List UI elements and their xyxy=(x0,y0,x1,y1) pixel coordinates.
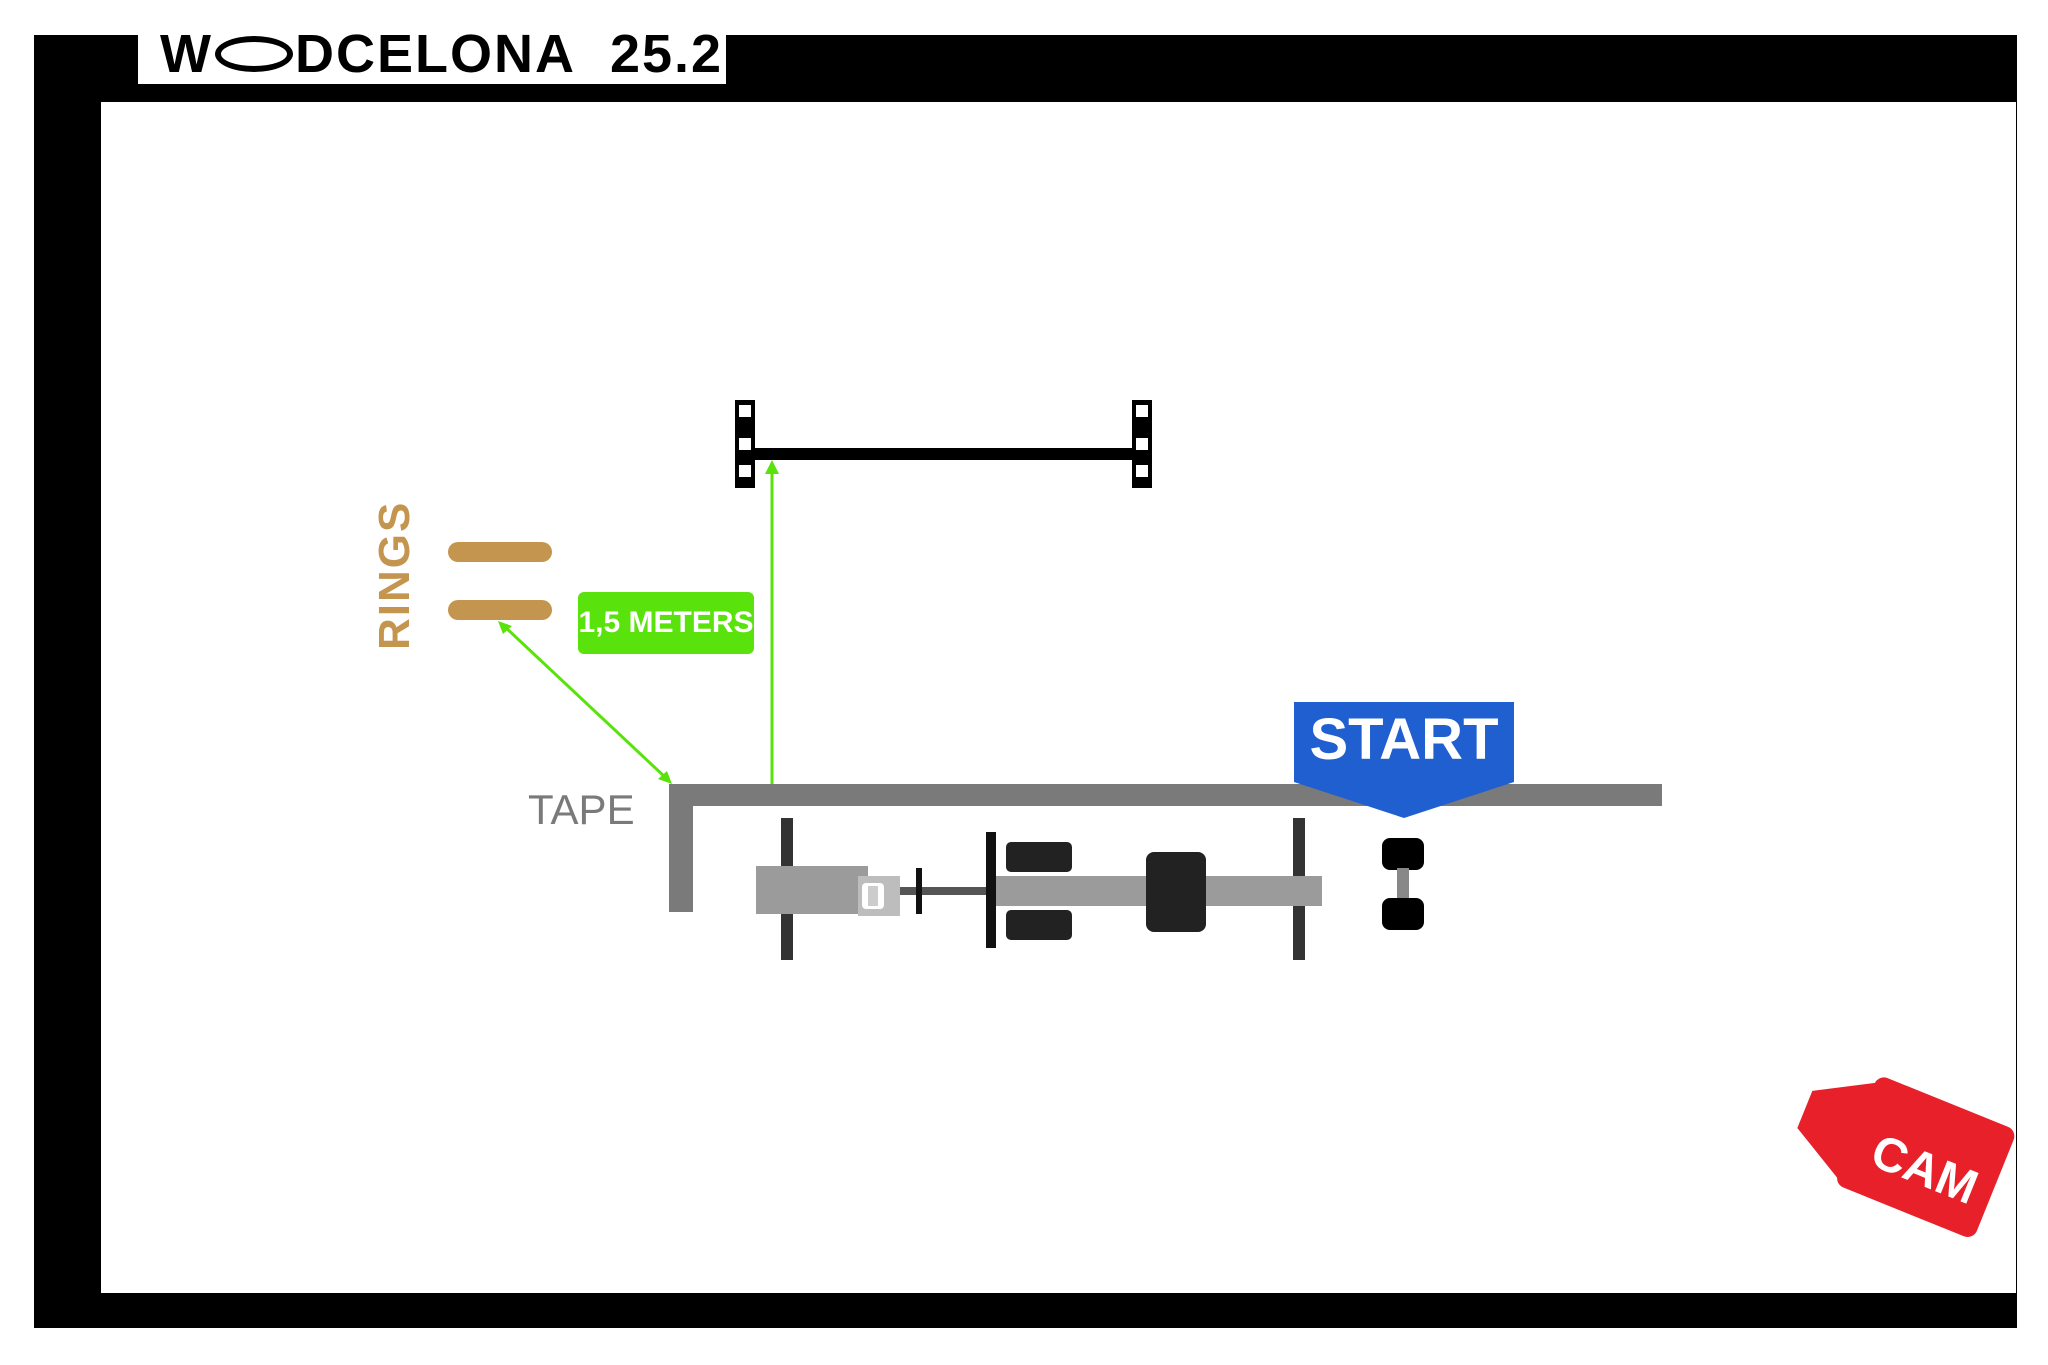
floor-frame xyxy=(34,35,2017,1328)
rings-icon xyxy=(448,542,552,620)
title-version: 25.2 xyxy=(609,24,724,84)
distance-badge: 1,5 METERS xyxy=(578,592,754,654)
page-title: W DCELONA 25.2 xyxy=(160,24,723,84)
tape-label: TAPE xyxy=(528,786,635,833)
brand-ring-icon xyxy=(214,36,293,72)
title-prefix: W xyxy=(160,24,213,84)
pull-up-bar-icon xyxy=(735,400,1152,488)
start-label: START xyxy=(1309,706,1499,772)
rings-label: RINGS xyxy=(370,500,419,650)
dumbbell-icon xyxy=(1382,838,1424,930)
title-suffix: DCELONA xyxy=(294,24,576,84)
start-marker-icon xyxy=(1294,702,1514,818)
camera-icon xyxy=(1797,1077,2015,1237)
rower-icon xyxy=(756,818,1322,960)
